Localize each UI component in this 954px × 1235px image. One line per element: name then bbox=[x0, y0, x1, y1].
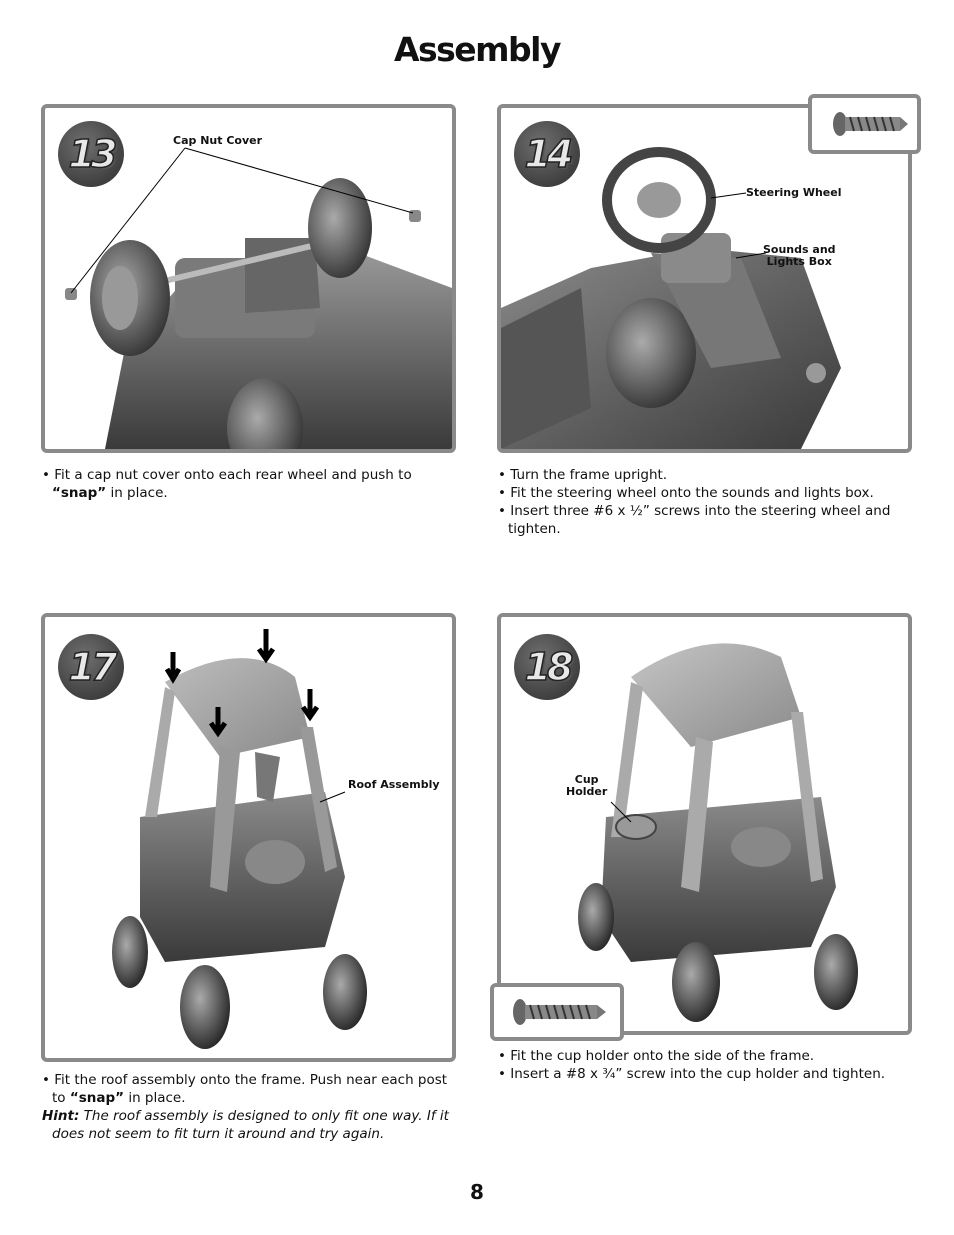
step-number-badge: 18 bbox=[514, 634, 580, 700]
screw-icon bbox=[513, 999, 606, 1025]
step-14-panel: 14 Steering Wheel Sounds and Lights Box bbox=[497, 104, 912, 453]
sounds-lights-box-label: Sounds and Lights Box bbox=[763, 243, 836, 268]
step-number-badge: 17 bbox=[58, 634, 124, 700]
cup-holder-label: Cup Holder bbox=[566, 773, 608, 798]
step-17-panel: 17 Roof Assembly bbox=[41, 613, 456, 1062]
step-18-instructions: • Fit the cup holder onto the side of th… bbox=[498, 1047, 918, 1083]
steering-wheel-label: Steering Wheel bbox=[746, 186, 842, 199]
instruction-line: • Fit the cup holder onto the side of th… bbox=[498, 1048, 815, 1064]
roof-assembly-illustration bbox=[112, 629, 367, 1049]
page-number: 8 bbox=[470, 1180, 484, 1204]
instruction-line: • Fit a cap nut cover onto each rear whe… bbox=[42, 467, 412, 501]
cap-nut-cover-label: Cap Nut Cover bbox=[173, 134, 263, 147]
instruction-line: • Fit the steering wheel onto the sounds… bbox=[498, 485, 874, 501]
step-number-badge: 14 bbox=[514, 121, 580, 187]
page-title: Assembly bbox=[393, 30, 562, 69]
step-18-panel: 18 Cup Holder bbox=[497, 613, 912, 1035]
step-13-instructions: • Fit a cap nut cover onto each rear whe… bbox=[42, 466, 452, 502]
screw-size-box-8 bbox=[490, 983, 624, 1041]
instruction-line: • Insert three #6 x ½” screws into the s… bbox=[498, 503, 891, 537]
step-number-badge: 13 bbox=[58, 121, 124, 187]
steering-wheel-illustration bbox=[501, 147, 841, 449]
step-14-instructions: • Turn the frame upright. • Fit the stee… bbox=[498, 466, 918, 538]
cup-holder-illustration bbox=[578, 643, 858, 1022]
screw-size-box-6 bbox=[808, 94, 921, 154]
screw-icon bbox=[833, 112, 908, 136]
instruction-line: • Turn the frame upright. bbox=[498, 467, 668, 483]
hint-text: Hint: The roof assembly is designed to o… bbox=[42, 1108, 449, 1142]
step-13-panel: 13 Cap Nut Cover bbox=[41, 104, 456, 453]
instruction-line: • Fit the roof assembly onto the frame. … bbox=[42, 1072, 448, 1106]
instruction-line: • Insert a #8 x ¾” screw into the cup ho… bbox=[498, 1066, 886, 1082]
roof-assembly-label: Roof Assembly bbox=[348, 778, 440, 791]
step-17-instructions: • Fit the roof assembly onto the frame. … bbox=[42, 1071, 452, 1143]
rear-wheels-illustration bbox=[65, 147, 452, 449]
